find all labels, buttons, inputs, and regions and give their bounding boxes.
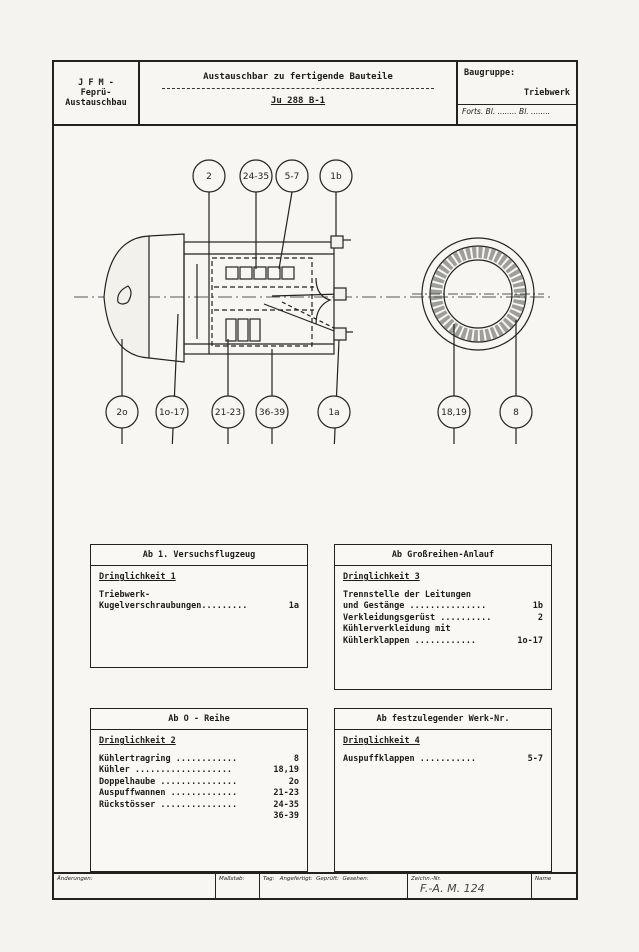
box-title: Ab 1. Versuchsflugzeug: [91, 545, 307, 566]
scale-cell: Maßstab:: [216, 874, 260, 898]
callout-circle: [105, 395, 139, 429]
approvals-cell: Tag: Angefertigt: Geprüft: Gesehen:: [260, 874, 408, 898]
box-test-aircraft: Ab 1. Versuchsflugzeug Dringlichkeit 1 T…: [90, 544, 308, 668]
title-block: J F M - Feprü- Austauschbau Austauschbar…: [54, 62, 576, 126]
callout-circle: [211, 395, 245, 429]
callout-label: 24-35: [243, 172, 269, 182]
priority-label: Dringlichkeit 1: [99, 572, 176, 582]
box-works-number: Ab festzulegender Werk-Nr. Dringlichkeit…: [334, 708, 552, 872]
org-line-2: Feprü-: [80, 88, 112, 98]
sheet-reference: Forts. Bl. ........ Bl. ........: [462, 107, 551, 116]
callout-label: 8: [513, 408, 519, 418]
handwritten-number: F.-A. M. 124: [420, 882, 485, 895]
org-line-1: J F M -: [78, 78, 114, 88]
title-cell: Austauschbar zu fertigende Bauteile Ju 2…: [140, 62, 458, 124]
box-title: Ab O - Reihe: [91, 709, 307, 730]
title-divider: [162, 88, 434, 89]
name-cell: Name: [535, 876, 552, 882]
organization-cell: J F M - Feprü- Austauschbau: [54, 62, 140, 124]
list-item: Kühlertragring ............8: [99, 753, 299, 764]
callout-circle: [319, 159, 353, 193]
callout-label: 1a: [328, 408, 339, 418]
drawing-sheet: J F M - Feprü- Austauschbau Austauschbar…: [52, 60, 578, 900]
callout-circle: [239, 159, 273, 193]
callout-label: 2: [206, 172, 212, 182]
callout-label: 1o-17: [159, 408, 185, 418]
top-bolt: [330, 235, 344, 249]
callout-label: 18,19: [441, 408, 467, 418]
box-title: Ab Großreihen-Anlauf: [335, 545, 551, 566]
list-item: Verkleidungsgerüst ..........2: [343, 612, 543, 623]
list-item: Kühler ...................18,19: [99, 765, 299, 775]
priority-label: Dringlichkeit 3: [343, 572, 420, 582]
nose-cap-icon: [117, 285, 132, 305]
box-title: Ab festzulegender Werk-Nr.: [335, 709, 551, 730]
list-item: Triebwerk-: [99, 589, 151, 600]
list-item: und Gestänge ...............1b: [343, 601, 543, 611]
list-item: Trennstelle der Leitungen: [343, 589, 471, 600]
callout-label: 21-23: [215, 408, 241, 418]
list-item: Doppelhaube ...............2o: [99, 776, 299, 787]
priority-label: Dringlichkeit 2: [99, 736, 176, 746]
list-item: 36-39: [273, 811, 299, 821]
list-item: Auspuffwannen .............21-23: [99, 788, 299, 798]
list-item: Rückstösser ...............24-35: [99, 799, 299, 810]
bottom-bolt: [333, 327, 347, 341]
callout-label: 36-39: [259, 408, 285, 418]
callout-label: 1b: [330, 172, 342, 182]
list-item: Kühlerverkleidung mit: [343, 624, 451, 634]
callout-circle: [155, 395, 189, 429]
callout-label: 2o: [116, 408, 128, 418]
box-series-production: Ab Großreihen-Anlauf Dringlichkeit 3 Tre…: [334, 544, 552, 690]
group-value: Triebwerk: [523, 88, 570, 98]
callout-circle: [437, 395, 471, 429]
callout-circle: [192, 159, 226, 193]
list-item: Auspuffklappen ...........5-7: [343, 753, 543, 764]
changes-cell: Änderungen:: [54, 874, 216, 898]
callout-label: 5-7: [285, 172, 300, 182]
priority-label: Dringlichkeit 4: [343, 736, 420, 746]
callout-circle: [255, 395, 289, 429]
list-item: Kugelverschraubungen.........1a: [99, 601, 299, 611]
revision-block: Änderungen: Maßstab: Tag: Angefertigt: G…: [54, 872, 576, 898]
callout-circle: [275, 159, 309, 193]
document-title: Austauschbar zu fertigende Bauteile: [203, 72, 393, 82]
box-zero-series: Ab O - Reihe Dringlichkeit 2 Kühlertragr…: [90, 708, 308, 872]
engine-technical-drawing: 2 24-35 5-7 1b: [74, 159, 554, 444]
bottom-callouts: 2o 1o-17 21-23 36-39 1a 18,19 8: [105, 395, 533, 429]
group-label: Baugruppe:: [464, 68, 516, 78]
aircraft-model: Ju 288 B-1: [270, 96, 326, 106]
org-line-3: Austauschbau: [65, 98, 127, 108]
drawing-number-cell: Zeichn.-Nr.: [408, 874, 532, 898]
list-item: Kühlerklappen ............1o-17: [343, 635, 543, 646]
callout-circle: [499, 395, 533, 429]
assembly-group-cell: Baugruppe: Triebwerk Forts. Bl. ........…: [458, 62, 576, 124]
callout-circle: [317, 395, 351, 429]
